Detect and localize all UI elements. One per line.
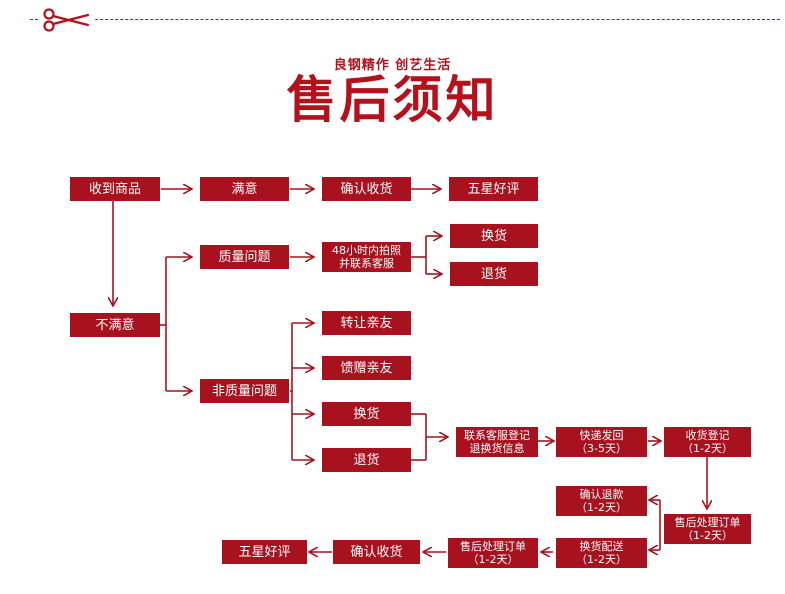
node-gift-friends: 馈赠亲友 bbox=[322, 356, 411, 380]
node-receive-goods: 收到商品 bbox=[70, 177, 160, 201]
node-transfer-friends: 转让亲友 bbox=[322, 311, 411, 335]
node-quality-issue: 质量问题 bbox=[200, 245, 289, 269]
node-confirm-refund: 确认退款 （1-2天） bbox=[556, 486, 647, 516]
node-photo-contact: 48小时内拍照 并联系客服 bbox=[322, 242, 411, 272]
node-exchange-non-quality: 换货 bbox=[322, 402, 411, 426]
node-non-quality-issue: 非质量问题 bbox=[200, 379, 289, 403]
page-title: 售后须知 bbox=[286, 71, 499, 129]
node-receipt-register: 收货登记 （1-2天） bbox=[664, 427, 751, 457]
node-contact-register: 联系客服登记 退换货信息 bbox=[456, 427, 538, 457]
node-satisfied: 满意 bbox=[200, 177, 289, 201]
slogan: 良钢精作 创艺生活 bbox=[333, 58, 452, 73]
node-confirm-receipt-bottom: 确认收货 bbox=[333, 540, 420, 564]
node-exchange-quality: 换货 bbox=[450, 224, 538, 248]
node-return-non-quality: 退货 bbox=[322, 448, 411, 472]
node-five-star-bottom: 五星好评 bbox=[222, 540, 307, 564]
node-unsatisfied: 不满意 bbox=[70, 313, 160, 337]
node-return-quality: 退货 bbox=[450, 262, 538, 286]
dashed-cut-line bbox=[30, 19, 780, 20]
scissors-icon bbox=[38, 8, 94, 32]
node-five-star-top: 五星好评 bbox=[449, 177, 538, 201]
node-confirm-receipt-top: 确认收货 bbox=[322, 177, 411, 201]
node-process-order-left: 售后处理订单 （1-2天） bbox=[448, 538, 538, 568]
node-exchange-delivery: 换货配送 （1-2天） bbox=[556, 538, 647, 568]
node-process-order-right: 售后处理订单 （1-2天） bbox=[664, 514, 751, 544]
node-express-back: 快递发回 （3-5天） bbox=[556, 427, 647, 457]
